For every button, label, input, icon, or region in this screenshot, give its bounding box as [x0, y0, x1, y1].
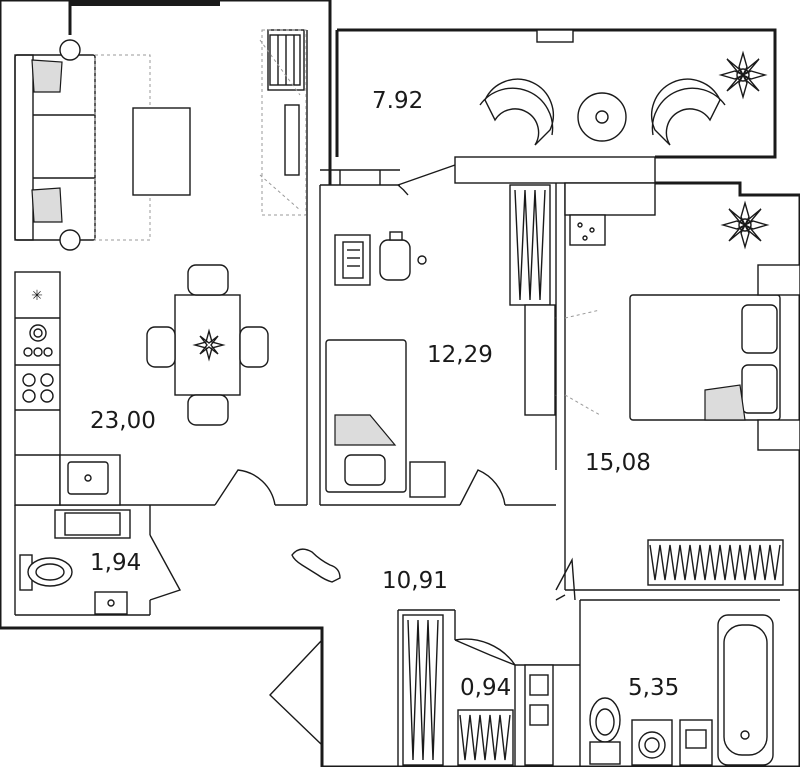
flower-icon — [192, 328, 226, 362]
door-swings — [149, 309, 601, 746]
area-label-kitchen-living: 23,00 — [90, 408, 156, 434]
toilet-fixtures — [19, 509, 131, 615]
area-label-bedroom-2: 15,08 — [585, 450, 651, 476]
balcony-furniture — [479, 50, 768, 146]
bathroom-fixtures — [589, 614, 774, 766]
plant-icon — [720, 200, 770, 250]
interior-walls — [14, 30, 800, 767]
area-label-bedroom-1: 12,29 — [427, 342, 493, 368]
hall-decor — [291, 548, 341, 583]
svg-text:✳: ✳ — [31, 288, 43, 304]
area-labels: 7.92 23,00 12,29 15,08 1,94 10,91 0,94 5… — [90, 88, 679, 701]
area-label-hallway: 10,91 — [382, 568, 448, 594]
area-label-bathroom: 5,35 — [628, 675, 679, 701]
living-furniture: ✳ — [14, 29, 307, 506]
area-label-balcony: 7.92 — [372, 88, 423, 114]
bedroom1-furniture — [325, 184, 556, 498]
closet-fixtures — [402, 614, 554, 766]
area-label-toilet: 1,94 — [90, 550, 141, 576]
plant-icon — [718, 50, 768, 100]
bedroom2-furniture — [564, 182, 800, 586]
area-label-closet: 0,94 — [460, 675, 511, 701]
